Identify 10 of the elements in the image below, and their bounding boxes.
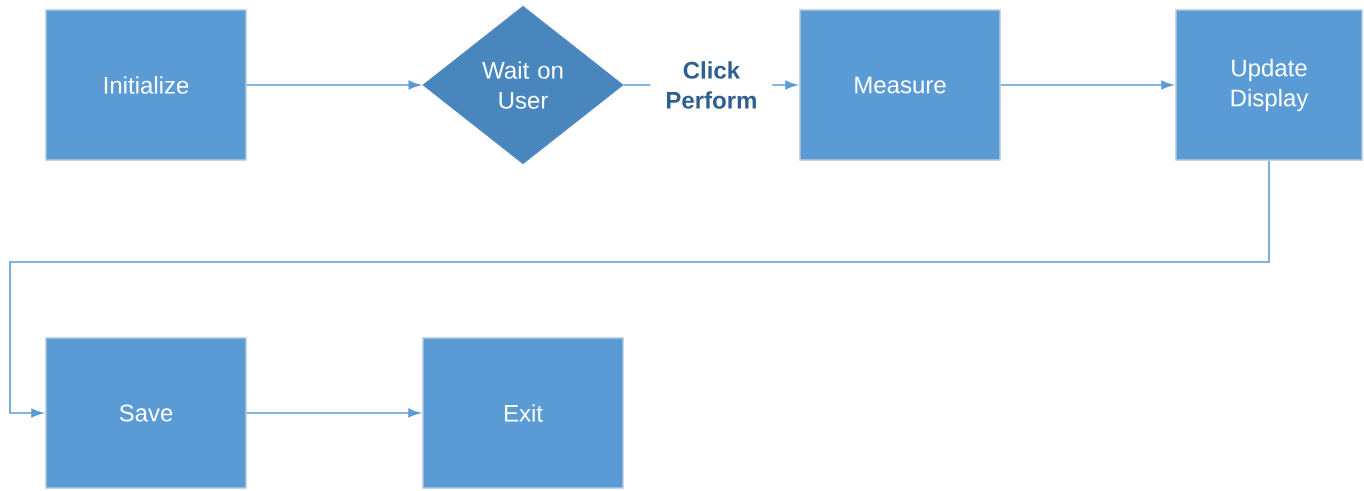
arrow <box>999 80 1173 90</box>
arrow <box>9 159 1270 418</box>
arrow <box>245 408 420 418</box>
edge-label: Click Perform <box>650 59 773 111</box>
arrow <box>245 80 420 90</box>
process-box: Measure <box>799 9 1001 161</box>
process-box: Update Display <box>1175 9 1363 161</box>
process-box: Save <box>45 337 247 489</box>
process-box: Exit <box>422 337 624 489</box>
process-box: Initialize <box>45 9 247 161</box>
